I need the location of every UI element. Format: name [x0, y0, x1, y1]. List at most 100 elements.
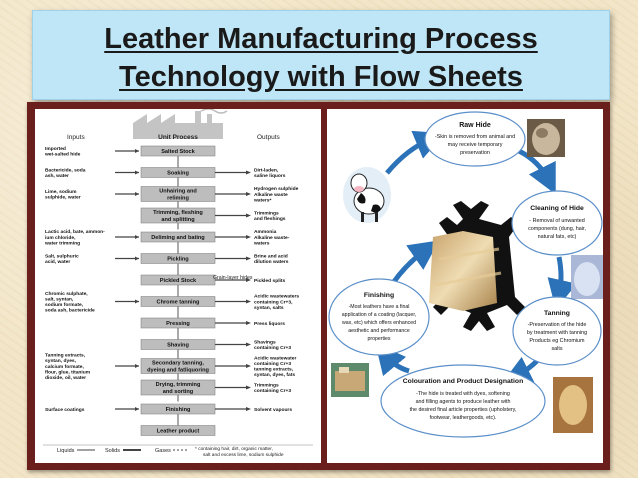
- flow-sheet-diagram: Inputs Unit Process Outputs Salted Stock…: [43, 108, 313, 458]
- process-label: and splitting: [161, 217, 195, 223]
- raw-hide-photo: [527, 119, 565, 157]
- arrow-colouration-to-finishing: [375, 343, 410, 377]
- process-label: Pressing: [166, 321, 190, 327]
- finishing-title: Finishing: [364, 292, 394, 299]
- output-label: Shavings: [254, 340, 276, 346]
- raw-hide-node: Raw Hide -Skin is removed from animal an…: [424, 111, 526, 167]
- raw-hide-title: Raw Hide: [459, 122, 491, 129]
- output-label: Ammonia: [254, 229, 277, 235]
- input-arrowhead: [135, 149, 139, 153]
- process-label: Pickling: [167, 257, 189, 263]
- output-label: Alkaline waste-: [254, 235, 290, 241]
- raw-hide-line-3: preservation: [460, 150, 490, 156]
- factory-icon: [133, 108, 228, 139]
- tanning-line-2: by treatment with tanning: [527, 330, 587, 336]
- input-arrowhead: [135, 299, 139, 304]
- process-label: Soaking: [167, 171, 189, 177]
- output-arrowhead: [246, 192, 251, 196]
- output-label: containing Cr+3: [254, 345, 291, 351]
- output-arrowhead: [246, 342, 251, 347]
- colouration-line-1: -The hide is treated with dyes, softenin…: [416, 391, 510, 397]
- cleaning-title: Cleaning of Hide: [530, 205, 584, 212]
- input-label: Chromic sulphate,: [45, 291, 88, 297]
- footnote-line-2: salt and excess lime, sodium sulphide: [203, 452, 284, 458]
- input-label: Tanning extracts,: [45, 353, 86, 359]
- output-arrowhead: [246, 385, 251, 390]
- input-label: acid, water: [45, 259, 70, 265]
- tanning-line-4: salts: [551, 346, 562, 352]
- input-label: Bactericide, soda: [45, 168, 86, 174]
- output-label: Hydrogen sulphide: [254, 186, 299, 192]
- raw-hide-line-2: may receive temporary: [448, 142, 503, 148]
- process-label: Trimming, fleshing: [153, 210, 203, 216]
- leather-cycle-panel: Raw Hide -Skin is removed from animal an…: [327, 109, 603, 463]
- process-label: dyeing and fatliquoring: [147, 368, 209, 374]
- output-label: Acidic wastewater: [254, 355, 297, 361]
- process-box: [140, 145, 216, 157]
- process-box: [140, 425, 216, 436]
- output-label: dilution waters: [254, 259, 289, 265]
- output-label: Trimmings: [254, 211, 279, 217]
- output-label: Brine and acid: [254, 254, 288, 260]
- process-label: Drying, trimming: [156, 382, 201, 388]
- raw-hide-line-1: -Skin is removed from animal and: [435, 134, 515, 140]
- arrow-raw-hide-to-cleaning: [517, 148, 556, 195]
- input-label: calcium formate,: [45, 364, 85, 370]
- input-label: Imported: [45, 146, 66, 152]
- cow-illustration: [343, 167, 391, 223]
- footnote-line-1: * containing hair, dirt, organic matter,: [195, 446, 273, 452]
- process-label: Finishing: [166, 407, 191, 413]
- process-label: Chrome tanning: [157, 300, 200, 306]
- leather-cycle-diagram: Raw Hide -Skin is removed from animal an…: [328, 111, 603, 438]
- output-label: saline liquors: [254, 173, 286, 179]
- title-line-1: Leather Manufacturing Process: [104, 23, 538, 55]
- input-label: Lactic acid, bate, ammon-: [45, 229, 105, 235]
- arrow-cleaning-to-tanning: [547, 256, 577, 310]
- leather-hide-illustration: [429, 201, 525, 331]
- input-label: ash, water: [45, 173, 69, 179]
- colouration-title: Colouration and Product Designation: [403, 378, 523, 385]
- input-arrowhead: [135, 170, 139, 175]
- process-label: Secondary tanning,: [152, 361, 204, 367]
- input-arrowhead: [135, 364, 139, 368]
- flow-legend: Liquids Solids Gases * containing hair, …: [43, 444, 313, 458]
- arrow-cow-to-raw-hide: [385, 130, 445, 175]
- arrow-finishing-to-raw-hide: [390, 240, 440, 285]
- output-arrowhead: [246, 213, 251, 218]
- cleaning-line-3: natural fats, etc): [538, 234, 577, 240]
- input-label: salt, syntan,: [45, 297, 74, 303]
- output-label: waters*: [253, 197, 271, 203]
- finishing-line-2: application of a coating (lacquer,: [342, 312, 416, 318]
- colouration-photo: [553, 377, 593, 433]
- input-label: sodium formate,: [45, 302, 84, 308]
- unit-process-header: Unit Process: [158, 134, 198, 141]
- input-label: wet-salted hide: [44, 152, 81, 158]
- input-label: Surface coatings: [45, 407, 85, 413]
- legend-gases: Gases: [155, 448, 171, 454]
- tanning-line-3: Products eg Chromium: [529, 338, 585, 344]
- output-label: containing Cr+3,: [254, 299, 293, 305]
- output-label: Pickled splits: [254, 278, 286, 284]
- output-arrowhead: [246, 299, 251, 304]
- process-label: Unhairing and: [159, 189, 197, 195]
- input-arrowhead: [135, 407, 139, 411]
- output-label: syntan, salts: [254, 305, 284, 311]
- legend-solids: Solids: [105, 448, 120, 454]
- output-label: Press liquors: [254, 321, 285, 327]
- input-arrowhead: [135, 235, 139, 239]
- output-label: Solvent vapours: [254, 407, 292, 413]
- cleaning-node: Cleaning of Hide - Removal of unwanted c…: [511, 190, 603, 256]
- input-label: dioxide, oil, water: [45, 375, 86, 381]
- finishing-node: Finishing -Most leathers have a final ap…: [328, 278, 430, 356]
- cleaning-line-1: - Removal of unwanted: [529, 218, 584, 224]
- output-label: and fleshings: [254, 216, 286, 222]
- output-label: containing Cr+3: [254, 361, 291, 367]
- tanning-line-1: -Preservation of the hide: [528, 322, 587, 328]
- output-label: waters: [253, 240, 270, 246]
- output-arrowhead: [246, 407, 251, 411]
- title-line-2: Technology with Flow Sheets: [119, 61, 523, 93]
- side-note: Grain-layer hides: [213, 275, 253, 281]
- output-label: containing Cr+3: [254, 388, 291, 394]
- input-label: sulphide, water: [45, 195, 81, 201]
